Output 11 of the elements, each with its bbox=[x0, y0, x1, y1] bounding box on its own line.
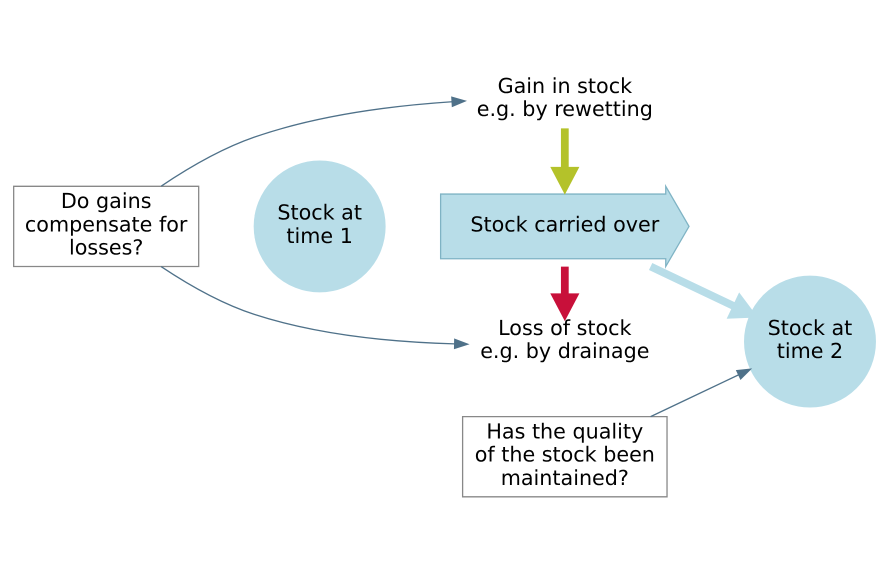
node-text: Gain in stock e.g. by rewetting bbox=[476, 73, 653, 121]
arrow bbox=[160, 266, 470, 349]
node-circle: Stock at time 2 bbox=[744, 275, 876, 408]
node-circle: Stock at time 1 bbox=[254, 160, 386, 292]
arrow bbox=[160, 96, 467, 186]
node-text: Loss of stock e.g. by drainage bbox=[480, 315, 650, 363]
arrow bbox=[650, 368, 752, 417]
node-box: Do gains compensate for losses? bbox=[13, 185, 200, 267]
arrow bbox=[550, 266, 580, 321]
node-box: Has the quality of the stock been maintained? bbox=[462, 415, 668, 497]
arrow bbox=[550, 128, 580, 194]
